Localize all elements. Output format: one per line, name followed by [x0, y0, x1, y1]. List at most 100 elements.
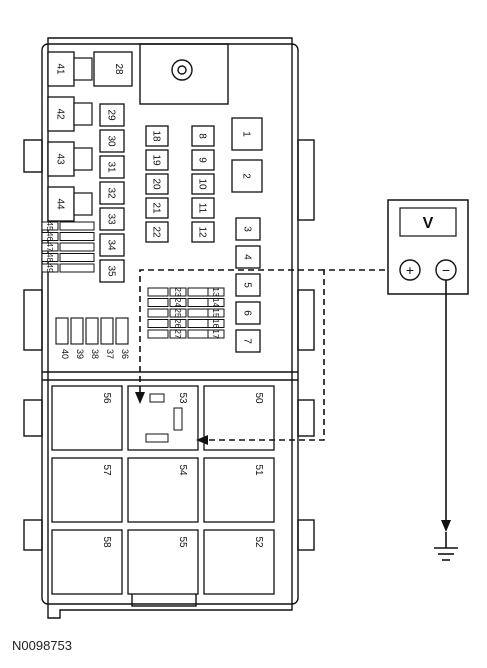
fuse-3-label: 3: [242, 226, 253, 232]
mini-fuse-slot: [59, 263, 95, 273]
relay-58-label: 58: [101, 536, 112, 548]
relay-connector: [73, 102, 93, 126]
mini-fuse-slot: [187, 329, 209, 339]
relay-42: 42: [47, 96, 75, 132]
fuse-34-label: 34: [106, 239, 117, 251]
voltmeter: V + −: [387, 199, 469, 295]
fuse-19-label: 19: [151, 154, 162, 166]
relay-51: 51: [203, 457, 275, 523]
mini-fuse-16-label: 16: [211, 319, 221, 329]
fuse-34: 34: [99, 233, 125, 257]
meter-display-unit: V: [423, 215, 434, 232]
fuse-7: 7: [235, 329, 261, 353]
fuse-10: 10: [191, 173, 215, 195]
fuse-37-label: 37: [105, 349, 115, 359]
relay-44: 44: [47, 186, 75, 222]
fuse-11: 11: [191, 197, 215, 219]
mini-fuse-26-label: 26: [173, 319, 183, 329]
mini-fuse-47-label: 47: [45, 242, 55, 252]
fuse-9: 9: [191, 149, 215, 171]
mini-fuse-24: [169, 298, 187, 307]
fuse-20-label: 20: [151, 178, 162, 190]
fuse-35-label: 35: [106, 265, 117, 277]
fuse-18-label: 18: [151, 130, 162, 142]
fuse-32: 32: [99, 181, 125, 205]
relay-55: 55: [127, 529, 199, 595]
fuse-40: [55, 317, 69, 345]
mini-fuse-14-label: 14: [211, 298, 221, 308]
mini-fuse-46-label: 46: [45, 232, 55, 242]
fuse-5-label: 5: [242, 282, 253, 288]
mini-fuse-26: [169, 319, 187, 328]
fuse-32-label: 32: [106, 187, 117, 199]
relay-51-label: 51: [253, 464, 264, 476]
fuse-35: 35: [99, 259, 125, 283]
probe-wiring: [135, 269, 398, 445]
fuse-30-label: 30: [106, 135, 117, 147]
relay-53-terminal: [149, 393, 165, 403]
fuse-38-label: 38: [90, 349, 100, 359]
mini-fuse-27: [169, 329, 187, 339]
meter-plus-label: +: [406, 262, 414, 278]
mini-fuse-slot: [59, 221, 95, 231]
relay-connector: [73, 147, 93, 171]
relay-52: 52: [203, 529, 275, 595]
fuse-12-label: 12: [197, 226, 208, 238]
probe-arrow-left: [196, 435, 208, 445]
fuse-38: [85, 317, 99, 345]
mini-fuse-25-label: 25: [173, 308, 183, 318]
mini-fuse-48-label: 48: [45, 253, 55, 263]
mini-fuse-23-label: 23: [173, 287, 183, 297]
fuse-29-label: 29: [106, 109, 117, 121]
mini-fuse-slot: [147, 329, 169, 339]
relay-43: 43: [47, 141, 75, 177]
mini-fuse-slot: [147, 319, 169, 328]
fuse-30: 30: [99, 129, 125, 153]
fuse-12: 12: [191, 221, 215, 243]
fuse-40-label: 40: [60, 349, 70, 359]
relay-connector: [73, 57, 93, 81]
fuse-39-label: 39: [75, 349, 85, 359]
mini-fuse-slot: [147, 308, 169, 318]
mini-fuse-17-label: 17: [211, 329, 221, 339]
relay-connector: [73, 192, 93, 216]
fuse-21: 21: [145, 197, 169, 219]
fuse-8: 8: [191, 125, 215, 147]
fuse-9-label: 9: [197, 157, 208, 163]
mini-fuse-slot: [147, 287, 169, 297]
mini-fuse-48: [41, 253, 59, 262]
relay-28: 28: [93, 51, 133, 87]
fuse-29: 29: [99, 103, 125, 127]
ground-lead: [434, 280, 458, 561]
fuse-8-label: 8: [197, 133, 208, 139]
mini-fuse-13-label: 13: [211, 287, 221, 297]
mini-fuse-25: [169, 308, 187, 318]
fuse-31-label: 31: [106, 161, 117, 173]
fuse-2: 2: [231, 159, 263, 193]
relay-53-label: 53: [177, 392, 188, 404]
mini-fuse-23: [169, 287, 187, 297]
fuse-column-c: 8 9 10 11 12: [191, 125, 215, 243]
fuse-39: [70, 317, 84, 345]
relay-57: 57: [51, 457, 123, 523]
fuse-1: 1: [231, 117, 263, 151]
mini-fuse-slot: [187, 287, 209, 297]
meter-plus-terminal: [399, 259, 421, 281]
fuse-11-label: 11: [197, 203, 208, 214]
mini-fuse-slot: [59, 253, 95, 262]
fuse-4: 4: [235, 245, 261, 269]
fuse-2-label: 2: [241, 173, 252, 179]
meter-display: [399, 207, 457, 237]
fuse-21-label: 21: [151, 202, 162, 214]
relay-50-label: 50: [253, 392, 264, 404]
mini-fuse-47: [41, 242, 59, 252]
relay-53-terminal: [145, 433, 169, 443]
relay-56: 56: [51, 385, 123, 451]
